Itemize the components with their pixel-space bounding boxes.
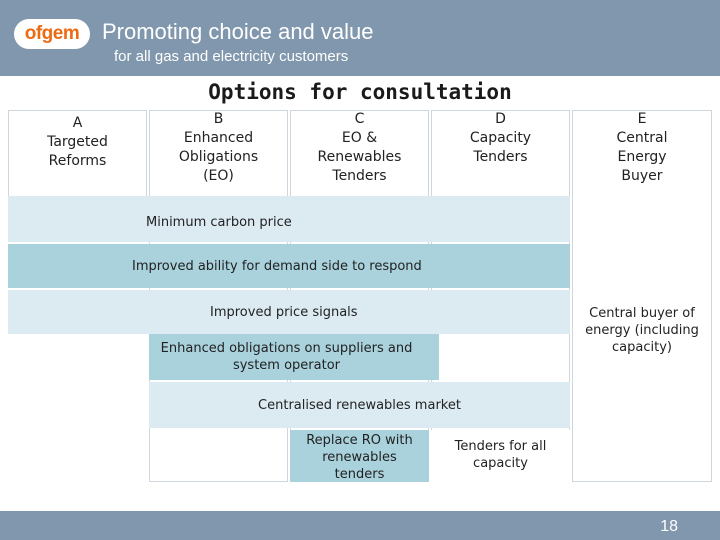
column-a-heading: A Targeted Reforms	[8, 114, 147, 171]
central-buyer-text: Central buyer of energy (including capac…	[585, 306, 699, 355]
band-replace-ro-text: Replace RO with renewables tenders	[306, 433, 413, 482]
band-replace-ro: Replace RO with renewables tenders	[290, 430, 429, 482]
column-a-label: Targeted Reforms	[47, 134, 108, 169]
header-bar	[0, 0, 720, 76]
column-c-label: EO & Renewables Tenders	[317, 130, 402, 184]
band-price-signals-text: Improved price signals	[210, 305, 358, 320]
band-demand-side: Improved ability for demand side to resp…	[8, 244, 570, 288]
band-renewables-market: Centralised renewables market	[149, 382, 570, 428]
band-enhanced-obligations-text: Enhanced obligations on suppliers and sy…	[160, 341, 413, 373]
band-demand-side-text: Improved ability for demand side to resp…	[132, 259, 422, 274]
band-renewables-market-text: Centralised renewables market	[258, 398, 461, 413]
tagline-sub: for all gas and electricity customers	[114, 48, 349, 65]
slide-title: Options for consultation	[208, 80, 512, 104]
column-c-heading: C EO & Renewables Tenders	[290, 110, 429, 186]
column-c-letter: C	[354, 111, 365, 127]
page-number: 18	[660, 518, 678, 535]
ofgem-logo: ofgem	[14, 19, 90, 49]
band-price-signals: Improved price signals	[8, 290, 570, 334]
column-e-letter: E	[637, 111, 647, 127]
column-b-letter: B	[213, 111, 224, 127]
footer-bar	[0, 511, 720, 540]
column-e-label: Central Energy Buyer	[616, 130, 668, 184]
tagline: Promoting choice and value	[102, 19, 374, 44]
band-minimum-carbon-price-text: Minimum carbon price	[146, 215, 292, 230]
band-minimum-carbon-price: Minimum carbon price	[8, 196, 570, 242]
column-d-heading: D Capacity Tenders	[431, 110, 570, 167]
band-tenders-capacity-text: Tenders for all capacity	[454, 439, 547, 471]
column-e	[572, 110, 712, 482]
column-d-letter: D	[495, 111, 506, 127]
column-a-letter: A	[72, 115, 83, 131]
column-d-label: Capacity Tenders	[469, 130, 532, 165]
column-e-heading: E Central Energy Buyer	[572, 110, 712, 186]
column-b-label: Enhanced Obligations (EO)	[178, 130, 259, 184]
column-b-heading: B Enhanced Obligations (EO)	[149, 110, 288, 186]
band-tenders-capacity: Tenders for all capacity	[431, 430, 570, 482]
band-enhanced-obligations: Enhanced obligations on suppliers and sy…	[149, 334, 439, 380]
